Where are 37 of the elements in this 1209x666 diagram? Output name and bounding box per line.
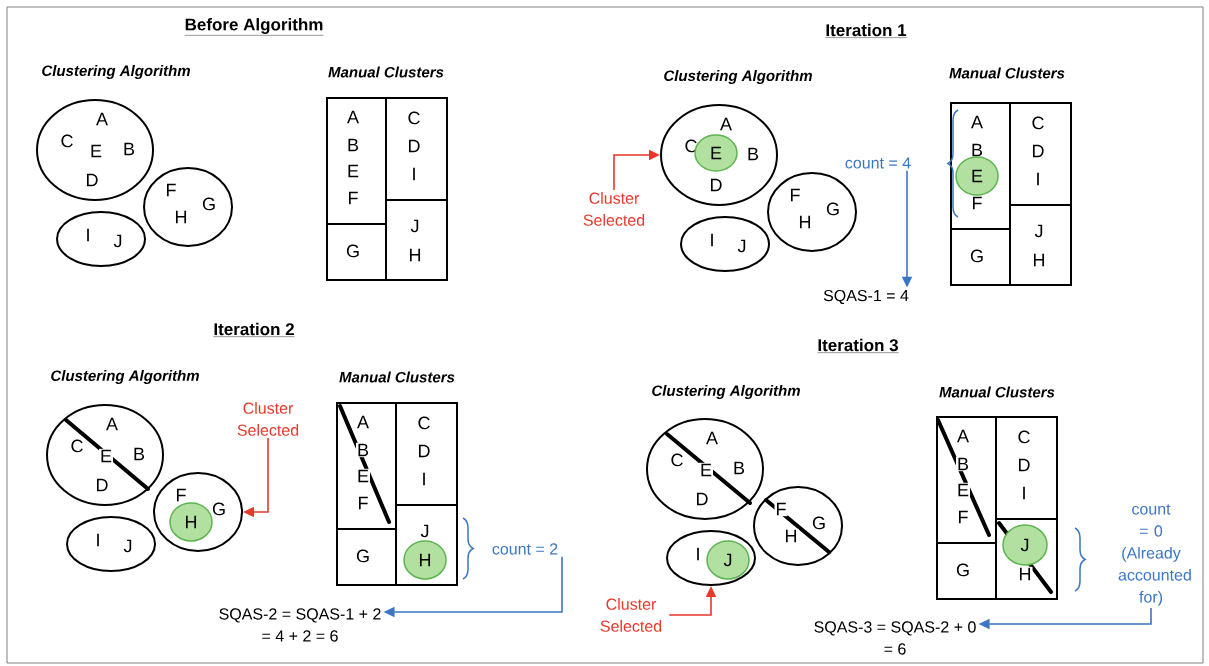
node-label: A [720,117,732,131]
panel-heading: Manual Clusters [949,67,1065,79]
cluster-cell: G [336,528,397,586]
cluster-cell: G [950,228,1011,286]
node-label: B [748,147,759,161]
score-formula: SQAS-1 = 4 [823,289,909,305]
cluster-cell: G [326,223,387,281]
panel-heading: Manual Clusters [339,371,455,383]
cluster-cell: C D I [995,416,1058,520]
panel-heading: Manual Clusters [328,66,444,78]
cluster-cell: G [936,542,997,600]
section-title: Iteration 3 [817,338,899,353]
section-title: Iteration 1 [825,23,907,38]
panel-heading: Clustering Algorithm [51,370,199,384]
count-label: count = 2 [492,543,558,555]
panel-heading: Clustering Algorithm [42,65,190,79]
panel-heading: Manual Clusters [939,386,1055,398]
cluster-cell: C D I [1009,102,1072,206]
count-label: count = 0 (Already accounted for) [1118,504,1191,606]
cluster-cell: A B E F [326,97,387,225]
callout-text: Cluster Selected [583,192,645,226]
cluster-cell: J H [385,199,448,281]
score-formula: SQAS-3 = SQAS-2 + 0 = 6 [814,621,976,655]
callout-text: Cluster Selected [237,402,299,436]
count-label: count = 4 [845,157,911,169]
callout-text: Cluster Selected [600,598,662,632]
panel-heading: Clustering Algorithm [652,385,800,399]
cluster-cell: C D I [395,402,458,506]
section-title: Before Algorithm [184,18,324,36]
section-title: Iteration 2 [213,322,295,337]
cluster-cell: A B E F [336,402,397,530]
cluster-cell: C D I [385,97,448,201]
cluster-cell: A B E F [936,416,997,544]
node-label: D [710,178,722,192]
panel-heading: Clustering Algorithm [664,70,812,84]
score-formula: SQAS-2 = SQAS-1 + 2 = 4 + 2 = 6 [219,608,381,642]
cluster-cell: J H [1009,204,1072,286]
